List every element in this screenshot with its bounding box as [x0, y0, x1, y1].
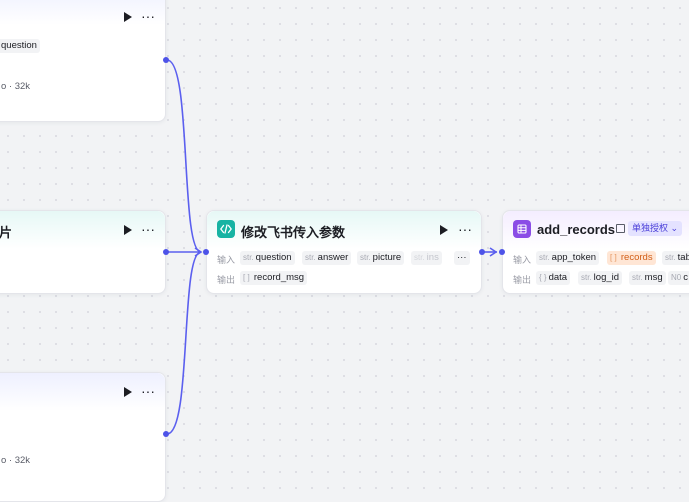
input-row-label: 输入	[217, 255, 236, 265]
input-row-label: 输入	[513, 255, 532, 265]
output-tag-record-msg: [ ] record_msg	[240, 271, 308, 285]
output-tag-msg: str.msg	[629, 271, 666, 285]
output-row-label: 输出	[217, 275, 236, 285]
more-inputs-button[interactable]: ···	[454, 251, 470, 265]
more-icon[interactable]: ···	[141, 383, 155, 399]
more-icon[interactable]: ···	[141, 8, 155, 24]
play-icon[interactable]	[124, 12, 132, 22]
play-icon[interactable]	[124, 387, 132, 397]
output-tag-log-id: str.log_id	[578, 271, 623, 285]
input-tag-records: [ ] records	[607, 251, 656, 265]
output-port-modify[interactable]	[479, 249, 485, 255]
edge-arrow-modify	[194, 247, 203, 257]
node-modify-feishu-params[interactable]: 修改飞书传入参数 ··· 输入 str.question str.answer …	[206, 210, 482, 294]
model-meta: o · 32k	[1, 455, 31, 466]
node-title: 修改飞书传入参数	[241, 225, 346, 240]
edge-arrow-add-records	[489, 247, 498, 257]
play-icon[interactable]	[124, 225, 132, 235]
output-tag-data: { }data	[536, 271, 571, 285]
input-tag-answer: str.answer	[302, 251, 352, 265]
more-icon[interactable]: ···	[458, 221, 472, 237]
input-tag-question: str.question	[240, 251, 295, 265]
node-mid-left[interactable]: 片 ···	[0, 210, 166, 294]
node-header	[0, 211, 165, 249]
output-port-mid-left[interactable]	[163, 249, 169, 255]
input-tag-app-token: str.app_token	[536, 251, 600, 265]
chevron-down-icon: ⌄	[670, 223, 679, 233]
input-port-add-records[interactable]	[499, 249, 505, 255]
edge-bottom-to-modify	[166, 251, 202, 435]
more-icon[interactable]: ···	[141, 221, 155, 237]
node-title: add_records	[537, 222, 616, 237]
plugin-icon	[616, 224, 625, 233]
output-row-label: 输出	[513, 275, 532, 285]
output-port-top-left[interactable]	[163, 57, 169, 63]
play-icon[interactable]	[440, 225, 448, 235]
node-top-left[interactable]: ··· question o · 32k	[0, 0, 166, 122]
node-header	[0, 0, 165, 25]
input-tag-picture: str.picture	[357, 251, 405, 265]
edge-top-to-modify	[166, 59, 202, 253]
auth-badge-dropdown[interactable]: 单独授权 ⌄	[628, 221, 683, 236]
input-port-modify[interactable]	[203, 249, 209, 255]
output-port-bottom-left[interactable]	[163, 431, 169, 437]
node-bottom-left[interactable]: ··· o · 32k	[0, 372, 166, 502]
node-title: 片	[0, 225, 13, 240]
table-icon	[513, 220, 531, 238]
node-header	[0, 373, 165, 411]
node-header	[207, 211, 481, 249]
model-meta: o · 32k	[1, 81, 31, 92]
input-tag-question: question	[0, 39, 40, 53]
code-icon	[217, 220, 235, 238]
input-tag-ins: str.ins	[411, 251, 442, 265]
node-add-records[interactable]: add_records 单独授权 ⌄ 输入 str.app_token [ ] …	[502, 210, 689, 294]
input-tag-tab: str.tab	[662, 251, 689, 265]
